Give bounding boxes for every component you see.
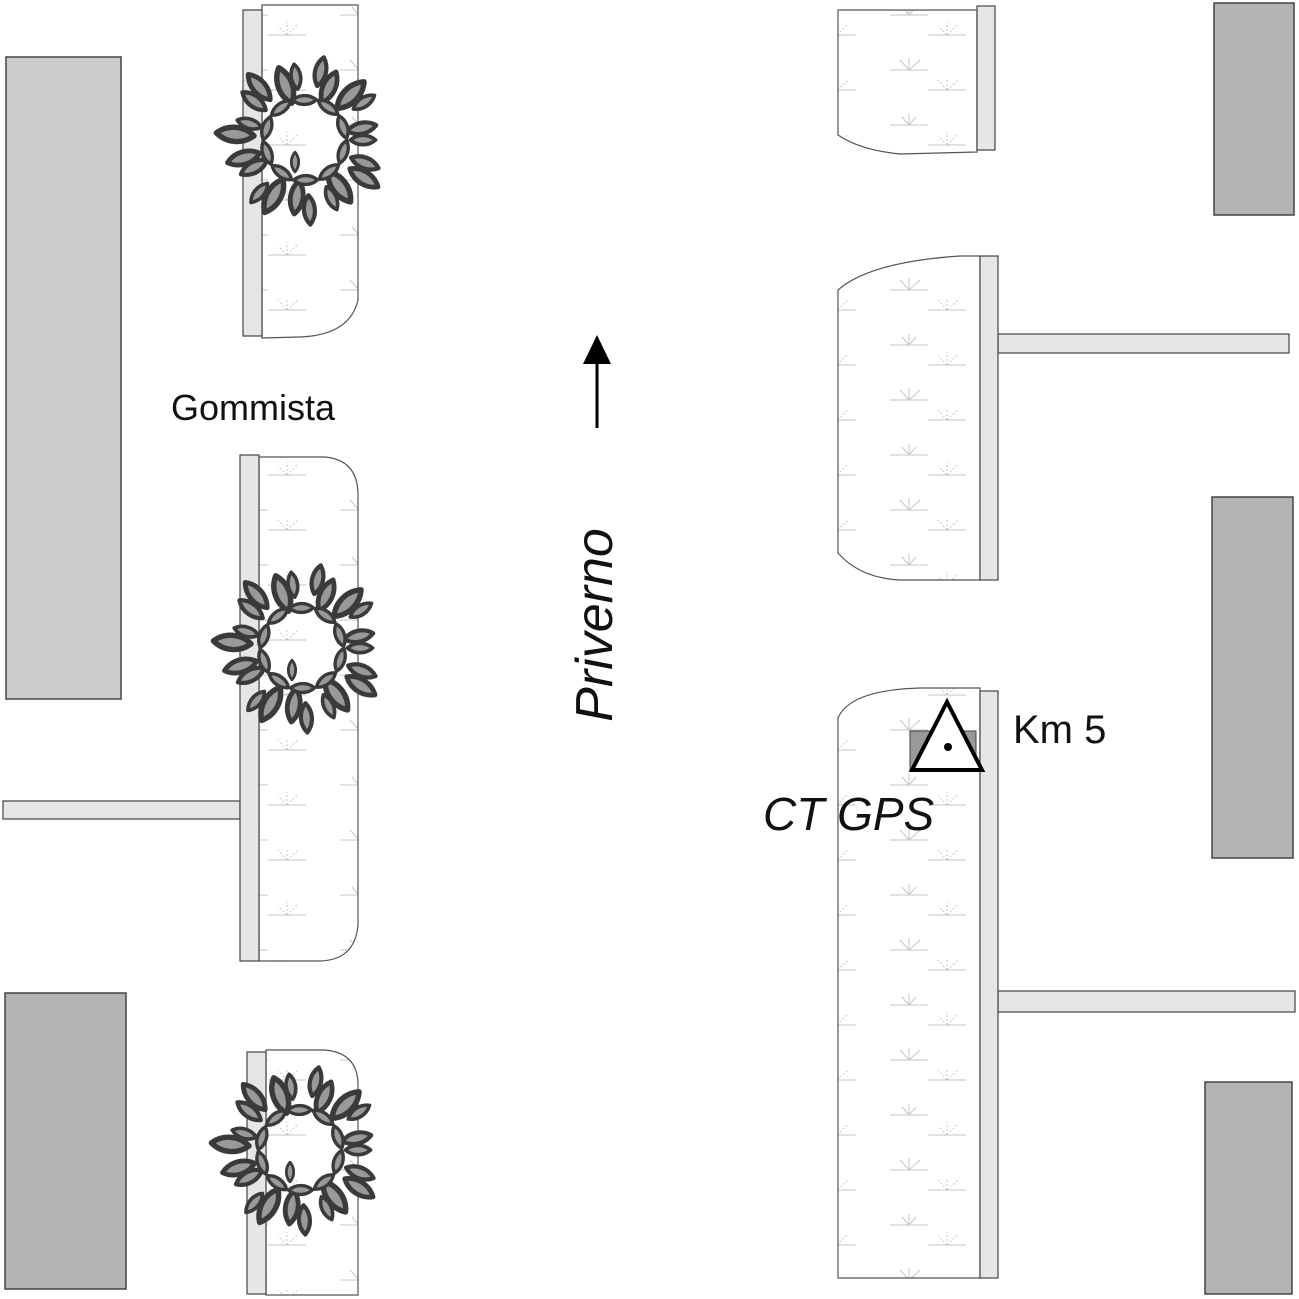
arrow-up-icon [583, 335, 611, 428]
leaf-shape [290, 93, 319, 107]
side-road-right-bottom [997, 990, 1296, 1013]
curb-right-3 [979, 690, 999, 1279]
building-left-bottom [4, 992, 127, 1290]
leaf-shape [288, 681, 317, 695]
leaf-shape [287, 601, 316, 615]
building-right-bottom [1204, 1081, 1293, 1295]
direction-label: Priverno [566, 528, 624, 722]
leaf-shape [286, 1183, 315, 1197]
building-left-top [5, 56, 122, 700]
leaf-shape [285, 1103, 314, 1117]
leaf-shape [286, 658, 298, 682]
median-right-3 [837, 687, 981, 1279]
leaf-shape [289, 150, 301, 174]
side-road-left [2, 800, 241, 820]
leaf-shape [343, 1143, 373, 1157]
tire-shop-label: Gommista [171, 387, 336, 428]
leaf-shape [345, 641, 375, 655]
curb-right-2 [979, 255, 999, 581]
building-right-top [1213, 2, 1295, 216]
leaf-shape [284, 1160, 296, 1184]
km-marker-label: Km 5 [1013, 708, 1107, 752]
leaf-shape [348, 133, 378, 147]
median-right-2 [837, 255, 981, 581]
leaf-shape [291, 173, 320, 187]
curb-right-1 [976, 5, 996, 151]
building-right-middle [1211, 496, 1294, 859]
triangle-with-dot-icon [908, 697, 986, 772]
control-point-label: CT GPS [763, 788, 935, 840]
side-road-right-top [997, 333, 1290, 354]
median-right-1 [837, 9, 978, 155]
